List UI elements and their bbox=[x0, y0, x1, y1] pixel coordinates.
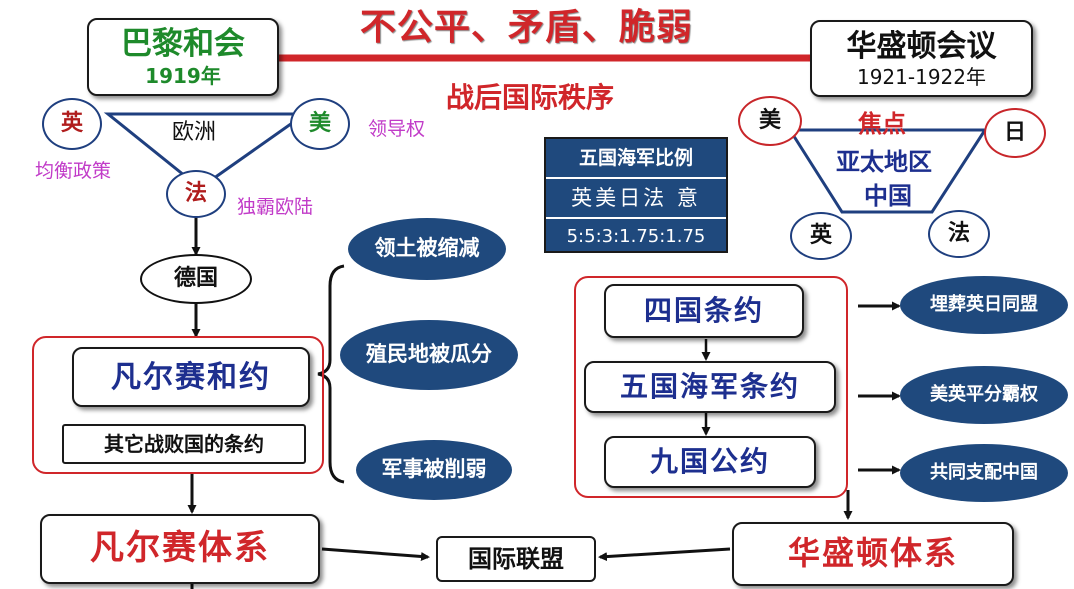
naval-ratio-countries: 英美日法 意 bbox=[546, 179, 726, 219]
germany-oval: 德国 bbox=[140, 254, 252, 304]
europe-label: 欧洲 bbox=[172, 120, 217, 145]
naval-ratio-table: 五国海军比例 英美日法 意 5:5:3:1.75:1.75 bbox=[544, 137, 728, 253]
nine-power-treaty-box: 九国公约 bbox=[604, 436, 816, 488]
france-circle-right: 法 bbox=[928, 210, 990, 258]
asia-pacific-label: 亚太地区 bbox=[836, 148, 932, 176]
five-power-naval-treaty-box: 五国海军条约 bbox=[584, 361, 836, 413]
france-circle-left: 法 bbox=[166, 170, 226, 218]
france-policy-note: 独霸欧陆 bbox=[237, 196, 314, 218]
punishment-brace bbox=[317, 264, 345, 484]
washington-conference-year: 1921-1922年 bbox=[856, 64, 986, 89]
naval-ratio-title: 五国海军比例 bbox=[546, 139, 726, 179]
washington-conference-box: 华盛顿会议 1921-1922年 bbox=[810, 20, 1033, 97]
versailles-treaties-frame bbox=[32, 336, 324, 474]
uk-circle-right: 英 bbox=[790, 212, 852, 260]
us-policy-note: 领导权 bbox=[368, 118, 426, 140]
paris-conference-name: 巴黎和会 bbox=[121, 26, 245, 63]
paris-conference-box: 巴黎和会 1919年 bbox=[87, 18, 279, 96]
focus-label: 焦点 bbox=[858, 110, 906, 138]
japan-circle-right: 日 bbox=[984, 108, 1046, 158]
punishment-colonies: 殖民地被瓜分 bbox=[340, 320, 518, 390]
versailles-treaty-box: 凡尔赛和约 bbox=[72, 347, 310, 407]
uk-policy-note: 均衡政策 bbox=[35, 160, 112, 182]
versailles-system-box: 凡尔赛体系 bbox=[40, 514, 320, 584]
result-bury-alliance: 埋葬英日同盟 bbox=[900, 276, 1068, 334]
uk-circle-left: 英 bbox=[42, 98, 102, 150]
page-title: 不公平、矛盾、脆弱 bbox=[360, 7, 694, 48]
china-label: 中国 bbox=[864, 182, 912, 210]
punishment-territory: 领土被缩减 bbox=[348, 218, 506, 280]
result-dominate-china: 共同支配中国 bbox=[900, 444, 1068, 502]
naval-ratio-values: 5:5:3:1.75:1.75 bbox=[566, 226, 706, 247]
other-treaties-box: 其它战败国的条约 bbox=[62, 424, 306, 464]
four-power-treaty-box: 四国条约 bbox=[604, 284, 804, 338]
paris-conference-year: 1919年 bbox=[145, 63, 221, 88]
us-circle-right: 美 bbox=[738, 96, 802, 146]
washington-treaties-frame bbox=[574, 276, 848, 498]
washington-conference-name: 华盛顿会议 bbox=[846, 28, 997, 64]
result-share-hegemony: 美英平分霸权 bbox=[900, 366, 1068, 424]
asia-pacific-trapezoid bbox=[787, 128, 988, 214]
washington-system-box: 华盛顿体系 bbox=[732, 522, 1014, 586]
page-subtitle: 战后国际秩序 bbox=[446, 81, 615, 114]
europe-triangle bbox=[103, 112, 310, 190]
punishment-military: 军事被削弱 bbox=[356, 440, 512, 500]
us-circle-left: 美 bbox=[290, 98, 350, 150]
league-of-nations-box: 国际联盟 bbox=[436, 536, 596, 582]
